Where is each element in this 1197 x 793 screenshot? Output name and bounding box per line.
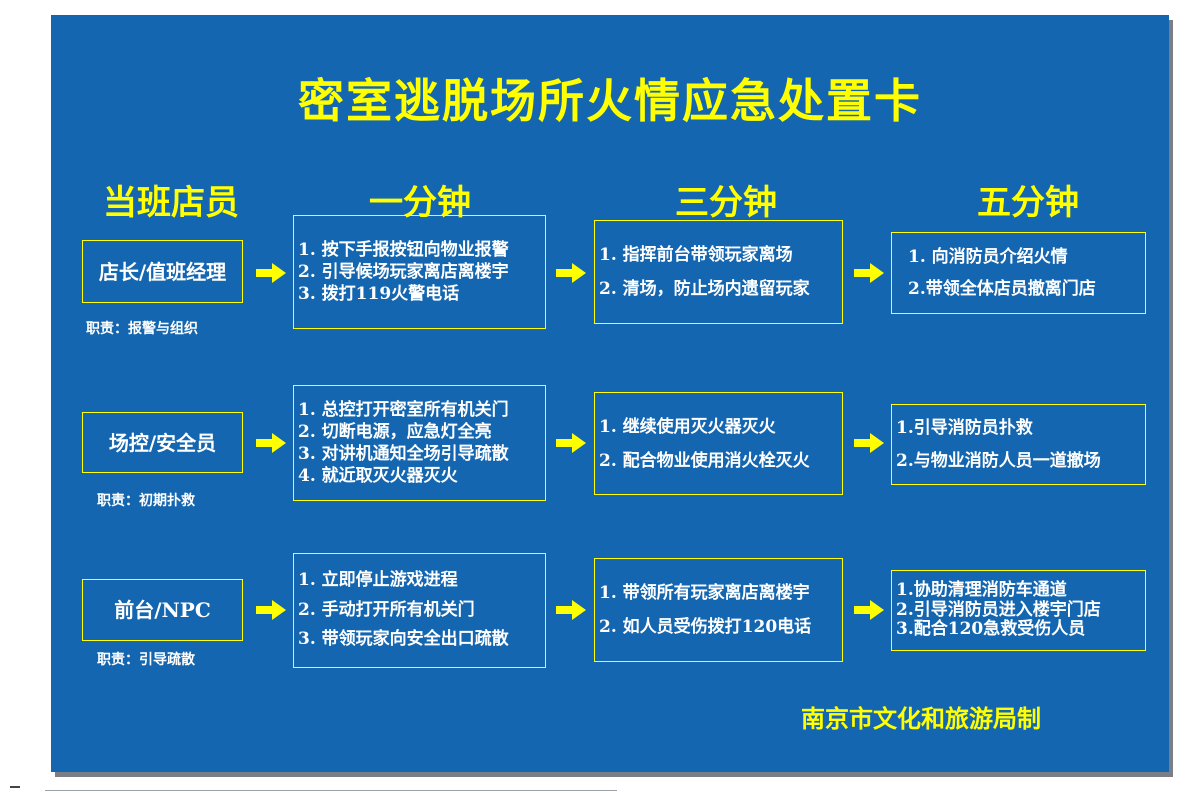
issuer-credit: 南京市文化和旅游局制 xyxy=(801,704,1041,733)
step-line: 2. 手动打开所有机关门 xyxy=(298,599,475,620)
arrow-right-icon xyxy=(256,263,286,283)
role-duty: 职责：初期扑救 xyxy=(97,493,195,509)
arrow-right-icon xyxy=(256,600,286,620)
step-line: 3. 对讲机通知全场引导疏散 xyxy=(298,444,509,464)
step-line: 1.引导消防员扑救 xyxy=(896,418,1033,439)
step-line: 1.协助清理消防车通道 xyxy=(896,580,1067,601)
step-line: 4. 就近取灭火器灭火 xyxy=(298,466,458,487)
step-box-one-minute: 1. 总控打开密室所有机关门 2. 切断电源，应急灯全亮 3. 对讲机通知全场引… xyxy=(293,385,546,501)
step-line: 1. 按下手报按钮向物业报警 xyxy=(298,239,509,260)
step-line: 2. 配合物业使用消火栓灭火 xyxy=(599,450,810,471)
page-edge-mark xyxy=(10,786,20,788)
column-header-three-minutes: 三分钟 xyxy=(675,183,777,223)
step-line: 3. 拨打119火警电话 xyxy=(298,284,460,305)
role-box-front-desk: 前台/NPC xyxy=(82,579,243,641)
column-header-one-minute: 一分钟 xyxy=(369,183,471,223)
role-label: 场控/安全员 xyxy=(108,430,217,455)
role-label: 前台/NPC xyxy=(114,598,211,622)
role-label: 店长/值班经理 xyxy=(98,259,227,284)
step-box-five-minutes: 1. 向消防员介绍火情 2.带领全体店员撤离门店 xyxy=(891,232,1146,314)
role-duty: 职责：引导疏散 xyxy=(97,652,195,668)
step-line: 2. 清场，防止场内遗留玩家 xyxy=(599,279,810,299)
emergency-card: 密室逃脱场所火情应急处置卡 当班店员 一分钟 三分钟 五分钟 店长/值班经理 职… xyxy=(51,15,1169,772)
step-line: 2. 如人员受伤拨打120电话 xyxy=(599,617,812,637)
arrow-right-icon xyxy=(556,433,586,453)
step-line: 3.配合120急救受伤人员 xyxy=(896,619,1086,640)
step-box-one-minute: 1. 按下手报按钮向物业报警 2. 引导候场玩家离店离楼宇 3. 拨打119火警… xyxy=(293,215,546,329)
step-box-one-minute: 1. 立即停止游戏进程 2. 手动打开所有机关门 3. 带领玩家向安全出口疏散 xyxy=(293,553,546,668)
step-box-five-minutes: 1.协助清理消防车通道 2.引导消防员进入楼宇门店 3.配合120急救受伤人员 xyxy=(891,570,1146,651)
step-line: 1. 继续使用灭火器灭火 xyxy=(599,416,776,437)
page-edge-line xyxy=(45,790,617,791)
arrow-right-icon xyxy=(256,433,286,453)
arrow-right-icon xyxy=(556,263,586,283)
step-line: 1. 指挥前台带领玩家离场 xyxy=(599,245,793,265)
card-title: 密室逃脱场所火情应急处置卡 xyxy=(298,74,922,128)
step-box-three-minutes: 1. 带领所有玩家离店离楼宇 2. 如人员受伤拨打120电话 xyxy=(594,558,843,662)
step-line: 1. 带领所有玩家离店离楼宇 xyxy=(599,583,810,603)
arrow-right-icon xyxy=(854,433,884,453)
role-box-manager: 店长/值班经理 xyxy=(82,240,243,303)
step-line: 2.引导消防员进入楼宇门店 xyxy=(896,599,1101,620)
arrow-right-icon xyxy=(854,263,884,283)
arrow-right-icon xyxy=(854,600,884,620)
step-line: 2. 切断电源，应急灯全亮 xyxy=(298,421,492,442)
column-header-five-minutes: 五分钟 xyxy=(977,183,1079,223)
step-line: 3. 带领玩家向安全出口疏散 xyxy=(298,629,509,650)
step-box-five-minutes: 1.引导消防员扑救 2.与物业消防人员一道撤场 xyxy=(891,404,1146,485)
step-line: 1. 向消防员介绍火情 xyxy=(908,246,1068,267)
step-line: 1. 立即停止游戏进程 xyxy=(298,569,458,590)
step-box-three-minutes: 1. 继续使用灭火器灭火 2. 配合物业使用消火栓灭火 xyxy=(594,392,843,495)
column-header-staff: 当班店员 xyxy=(103,183,239,223)
step-line: 1. 总控打开密室所有机关门 xyxy=(298,399,509,420)
role-box-safety-officer: 场控/安全员 xyxy=(82,412,243,473)
arrow-right-icon xyxy=(556,600,586,620)
step-line: 2.带领全体店员撤离门店 xyxy=(908,279,1096,299)
step-box-three-minutes: 1. 指挥前台带领玩家离场 2. 清场，防止场内遗留玩家 xyxy=(594,220,843,324)
role-duty: 职责：报警与组织 xyxy=(86,321,198,337)
step-line: 2. 引导候场玩家离店离楼宇 xyxy=(298,261,509,282)
step-line: 2.与物业消防人员一道撤场 xyxy=(896,450,1101,471)
